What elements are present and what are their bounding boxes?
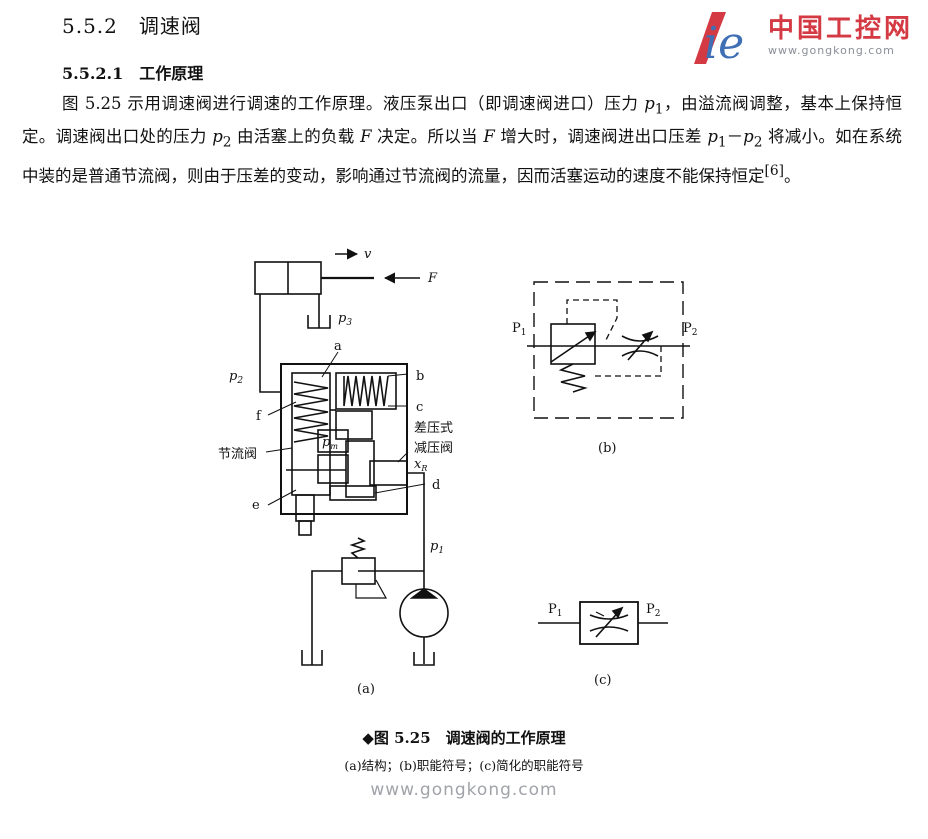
relief-valve (341, 557, 376, 585)
label-reducer-2: 减压阀 (414, 441, 453, 456)
label-p1: p1 (430, 539, 444, 556)
panel-c-symbol (538, 601, 668, 645)
subsection-title: 5.5.2.1 工作原理 (62, 64, 204, 83)
panel-c-label: (c) (594, 673, 611, 688)
label-p3: p3 (338, 311, 352, 328)
panel-a-structure (254, 248, 449, 666)
tank-icon-relief (301, 650, 323, 666)
tank-icon-pump (413, 652, 435, 666)
label-xr: xR (414, 457, 427, 473)
panel-a-label: (a) (357, 682, 375, 697)
logo-mark: ie (704, 18, 744, 64)
label-p2: p2 (229, 369, 243, 386)
relief-spring (349, 537, 367, 559)
label-v: v (364, 247, 372, 262)
section-title: 5.5.2 调速阀 (62, 14, 202, 38)
panel-a-labels: v F p3 p2 a b c d e f pm xR p1 节流阀 差压式 减… (218, 247, 453, 697)
reducing-valve-block (550, 323, 596, 365)
speed-control-valve-body (280, 363, 408, 515)
symbol-c-box (579, 601, 639, 645)
logo-swoosh-icon (694, 12, 726, 64)
symbol-c-P2: P2 (646, 602, 660, 619)
label-reducer-1: 差压式 (414, 421, 453, 436)
label-a: a (334, 339, 342, 354)
label-c: c (416, 400, 423, 415)
label-F: F (427, 271, 438, 286)
symbol-b-outline (533, 281, 684, 419)
label-e: e (252, 498, 260, 513)
hydraulic-pump-icon (399, 588, 449, 638)
logo-url: www.gongkong.com (768, 44, 895, 57)
throttle-symbol (621, 335, 659, 357)
label-throttle: 节流阀 (218, 447, 257, 462)
logo-name: 中国工控网 (768, 14, 914, 44)
label-f: f (256, 409, 262, 424)
symbol-c-P1: P1 (548, 602, 562, 619)
panel-b-label: (b) (598, 441, 616, 456)
tank-icon-p3 (307, 315, 331, 329)
label-pm: pm (322, 435, 338, 451)
symbol-b-P1: P1 (512, 321, 526, 338)
figure-caption: ◆图 5.25 调速阀的工作原理 (362, 729, 566, 747)
symbol-b-P2: P2 (683, 321, 697, 338)
throttle-stem (295, 494, 315, 522)
panel-b-symbol (527, 281, 690, 419)
throttle-spring (293, 381, 329, 443)
symbol-spring (558, 363, 588, 393)
hydraulic-cylinder (254, 261, 322, 295)
body-paragraph: 图 5.25 示用调速阀进行调速的工作原理。液压泵出口（即调速阀进口）压力 p1… (22, 94, 902, 186)
watermark-url: www.gongkong.com (370, 780, 558, 800)
label-b: b (416, 369, 424, 384)
reducer-spring (343, 375, 389, 407)
gongkong-logo: ie (694, 12, 744, 64)
label-d: d (432, 478, 440, 493)
figure-subcaption: (a)结构；(b)职能符号；(c)简化的职能符号 (344, 758, 584, 773)
